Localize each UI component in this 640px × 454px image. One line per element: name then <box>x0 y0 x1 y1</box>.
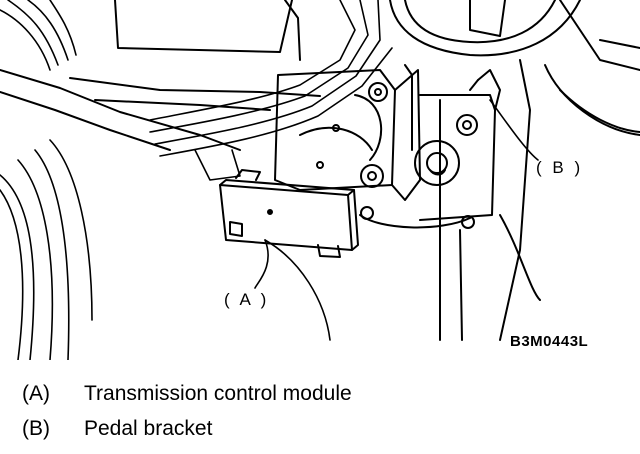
legend-label: Transmission control module <box>84 382 352 405</box>
upper-right-parts <box>389 0 640 136</box>
transmission-control-module <box>219 169 359 258</box>
legend-label: Pedal bracket <box>84 417 213 440</box>
wire-harness-left <box>0 0 93 361</box>
callout-label-a: ( A ) <box>224 290 270 309</box>
line-drawing <box>0 0 640 361</box>
pedal-bracket <box>274 59 541 341</box>
figure-code: B3M0443L <box>510 333 589 350</box>
callout-label-b: ( B ) <box>536 158 584 177</box>
leader-line-a <box>254 239 269 289</box>
leader-line-a-arc <box>264 239 331 341</box>
dashboard-outline <box>0 0 321 151</box>
legend-item-b: (B) Pedal bracket <box>22 417 212 441</box>
leader-line-b <box>489 99 539 161</box>
legend-item-a: (A) Transmission control module <box>22 382 352 406</box>
legend-key: (B) <box>22 417 50 440</box>
legend-key: (A) <box>22 382 50 405</box>
wire-harness-center <box>149 0 393 181</box>
